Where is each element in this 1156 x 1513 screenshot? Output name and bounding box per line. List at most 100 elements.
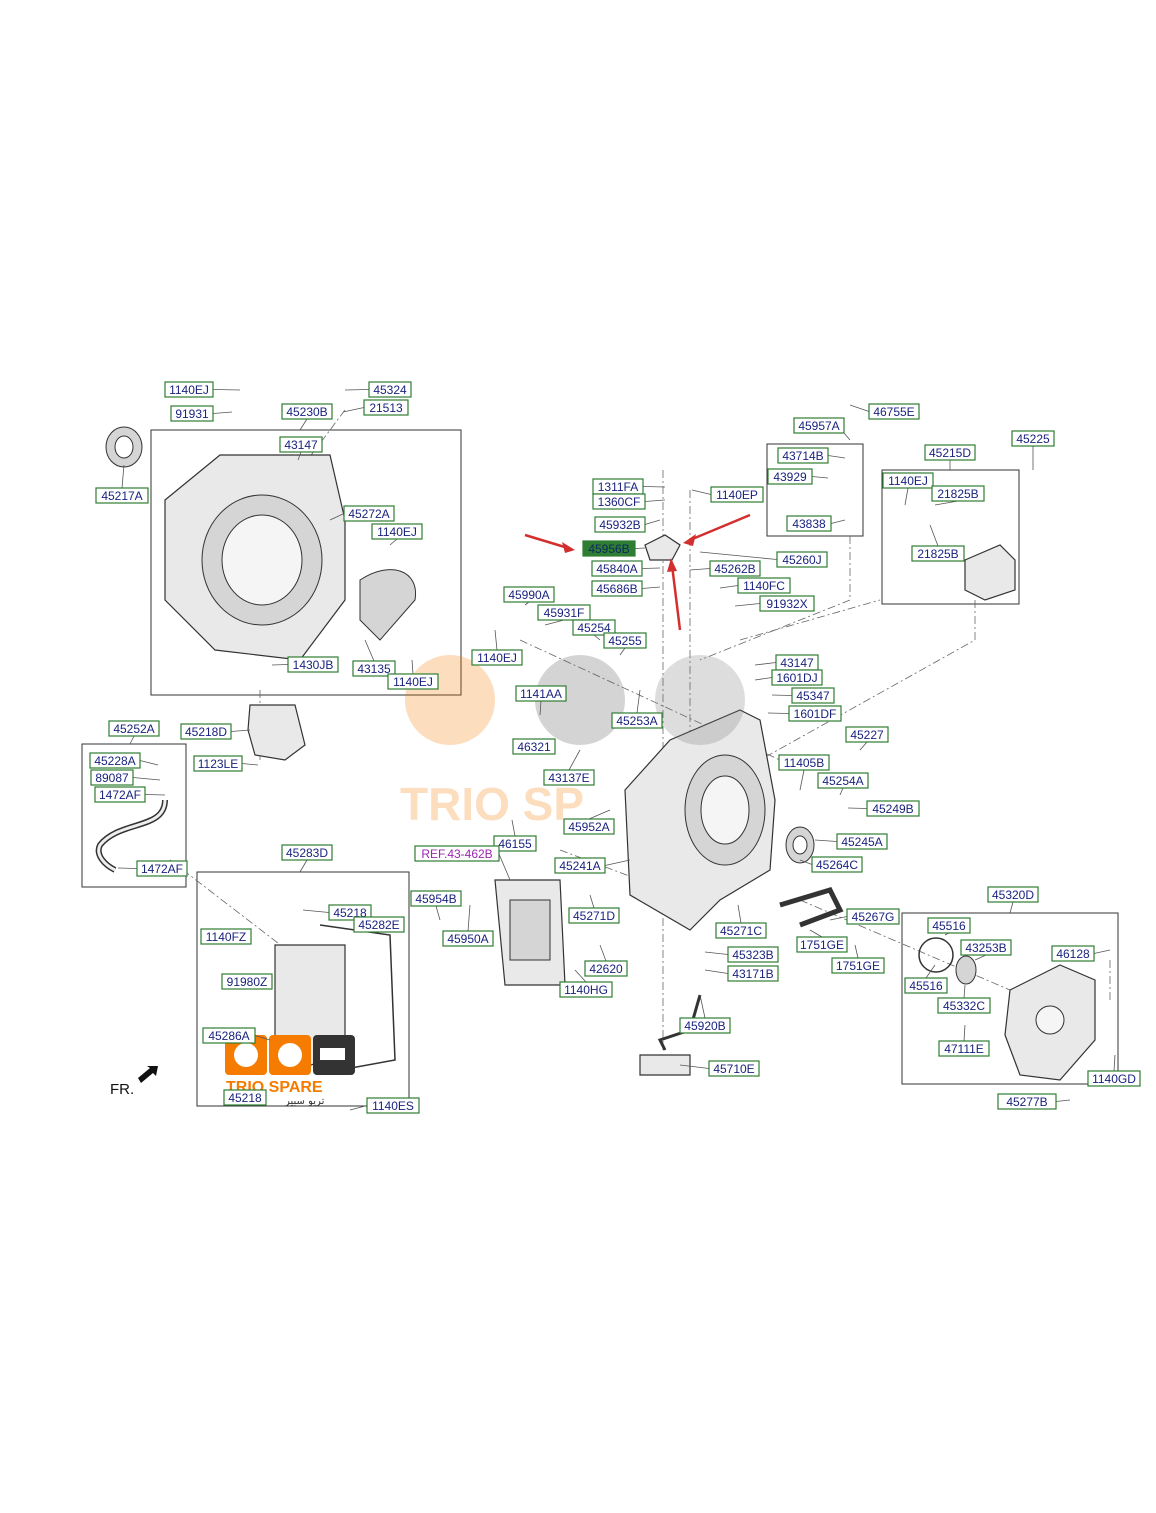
label-45286a[interactable]: 45286A <box>202 1027 256 1044</box>
label-45225[interactable]: 45225 <box>1011 430 1055 447</box>
label-42620[interactable]: 42620 <box>584 960 628 977</box>
label-45952a[interactable]: 45952A <box>563 818 615 835</box>
label-1140hg[interactable]: 1140HG <box>559 981 613 998</box>
label-45217a[interactable]: 45217A <box>95 487 149 504</box>
label-45282e[interactable]: 45282E <box>353 916 405 933</box>
label-45228a[interactable]: 45228A <box>89 752 141 769</box>
label-43253b[interactable]: 43253B <box>960 939 1012 956</box>
label-21825b[interactable]: 21825B <box>911 545 965 562</box>
label-1140ej[interactable]: 1140EJ <box>164 381 214 398</box>
label-46321[interactable]: 46321 <box>512 738 556 755</box>
label-45215d[interactable]: 45215D <box>924 444 976 461</box>
label-45931f[interactable]: 45931F <box>537 604 591 621</box>
label-89087[interactable]: 89087 <box>90 769 134 786</box>
label-45271d[interactable]: 45271D <box>568 907 620 924</box>
label-1140ej[interactable]: 1140EJ <box>371 523 423 540</box>
label-45950a[interactable]: 45950A <box>442 930 494 947</box>
label-45516[interactable]: 45516 <box>927 917 971 934</box>
label-21825b[interactable]: 21825B <box>931 485 985 502</box>
label-45320d[interactable]: 45320D <box>987 886 1039 903</box>
label-ref-43-462b[interactable]: REF.43-462B <box>414 845 500 862</box>
label-45264c[interactable]: 45264C <box>811 856 863 873</box>
label-45686b[interactable]: 45686B <box>591 580 643 597</box>
label-91980z[interactable]: 91980Z <box>221 973 273 990</box>
label-46755e[interactable]: 46755E <box>868 403 920 420</box>
label-45272a[interactable]: 45272A <box>343 505 395 522</box>
label-45245a[interactable]: 45245A <box>836 833 888 850</box>
label-45277b[interactable]: 45277B <box>997 1093 1057 1110</box>
label-46128[interactable]: 46128 <box>1051 945 1095 962</box>
label-45347[interactable]: 45347 <box>791 687 835 704</box>
label-43838[interactable]: 43838 <box>786 515 832 532</box>
label-21513[interactable]: 21513 <box>363 399 409 416</box>
label-1140ej[interactable]: 1140EJ <box>471 649 523 666</box>
label-1140ej[interactable]: 1140EJ <box>882 472 934 489</box>
label-45920b[interactable]: 45920B <box>679 1017 731 1034</box>
label-45990a[interactable]: 45990A <box>503 586 555 603</box>
label-45267g[interactable]: 45267G <box>846 908 900 925</box>
label-43137e[interactable]: 43137E <box>543 769 595 786</box>
label-45710e[interactable]: 45710E <box>708 1060 760 1077</box>
label-45283d[interactable]: 45283D <box>281 844 333 861</box>
label-45840a[interactable]: 45840A <box>591 560 643 577</box>
label-43929[interactable]: 43929 <box>767 468 813 485</box>
label-45241a[interactable]: 45241A <box>554 857 606 874</box>
label-1140ep[interactable]: 1140EP <box>710 486 764 503</box>
label-1472af[interactable]: 1472AF <box>94 786 146 803</box>
label-1140fc[interactable]: 1140FC <box>737 577 791 594</box>
label-43147[interactable]: 43147 <box>775 654 819 671</box>
label-1472af[interactable]: 1472AF <box>136 860 188 877</box>
label-1430jb[interactable]: 1430JB <box>287 656 339 673</box>
label-43147[interactable]: 43147 <box>279 436 323 453</box>
leader-line <box>342 407 365 413</box>
label-45954b[interactable]: 45954B <box>410 890 462 907</box>
label-1601df[interactable]: 1601DF <box>788 705 842 722</box>
label-45249b[interactable]: 45249B <box>866 800 920 817</box>
label-45218[interactable]: 45218 <box>223 1089 267 1106</box>
part-number: 45320D <box>992 888 1034 902</box>
leader-line <box>974 954 987 961</box>
label-91931[interactable]: 91931 <box>170 405 214 422</box>
leader-line <box>642 486 666 488</box>
label-1751ge[interactable]: 1751GE <box>831 957 885 974</box>
label-1140fz[interactable]: 1140FZ <box>200 928 252 945</box>
label-1360cf[interactable]: 1360CF <box>592 493 646 510</box>
label-1140es[interactable]: 1140ES <box>366 1097 420 1114</box>
label-46155[interactable]: 46155 <box>493 835 537 852</box>
label-45252a[interactable]: 45252A <box>108 720 160 737</box>
label-11405b[interactable]: 11405B <box>778 754 830 771</box>
leader-line <box>121 464 125 489</box>
label-45253a[interactable]: 45253A <box>611 712 663 729</box>
label-47111e[interactable]: 47111E <box>938 1040 990 1057</box>
label-45332c[interactable]: 45332C <box>937 997 991 1014</box>
label-45227[interactable]: 45227 <box>845 726 889 743</box>
label-45255[interactable]: 45255 <box>603 632 647 649</box>
label-45323b[interactable]: 45323B <box>727 946 779 963</box>
leader-line <box>599 944 607 962</box>
label-45254a[interactable]: 45254A <box>817 772 869 789</box>
label-45516[interactable]: 45516 <box>904 977 948 994</box>
label-45324[interactable]: 45324 <box>368 381 412 398</box>
label-45271c[interactable]: 45271C <box>715 922 767 939</box>
label-1123le[interactable]: 1123LE <box>193 755 243 772</box>
label-43135[interactable]: 43135 <box>352 660 396 677</box>
label-43171b[interactable]: 43171B <box>727 965 779 982</box>
label-45230b[interactable]: 45230B <box>281 403 333 420</box>
label-45262b[interactable]: 45262B <box>709 560 761 577</box>
label-45260j[interactable]: 45260J <box>776 551 828 568</box>
label-45218d[interactable]: 45218D <box>180 723 232 740</box>
label-45932b[interactable]: 45932B <box>594 516 646 533</box>
label-1311fa[interactable]: 1311FA <box>592 478 644 495</box>
label-45956b[interactable]: 45956B <box>582 540 636 557</box>
leader-line <box>925 964 936 979</box>
label-91932x[interactable]: 91932X <box>759 595 815 612</box>
label-1601dj[interactable]: 1601DJ <box>771 669 823 686</box>
label-45254[interactable]: 45254 <box>572 619 616 636</box>
label-1140gd[interactable]: 1140GD <box>1087 1070 1141 1087</box>
label-1140ej[interactable]: 1140EJ <box>387 673 439 690</box>
label-1751ge[interactable]: 1751GE <box>796 936 848 953</box>
label-43714b[interactable]: 43714B <box>777 447 829 464</box>
label-45957a[interactable]: 45957A <box>793 417 845 434</box>
label-1141aa[interactable]: 1141AA <box>515 685 567 702</box>
part-number: 47111E <box>944 1042 984 1056</box>
